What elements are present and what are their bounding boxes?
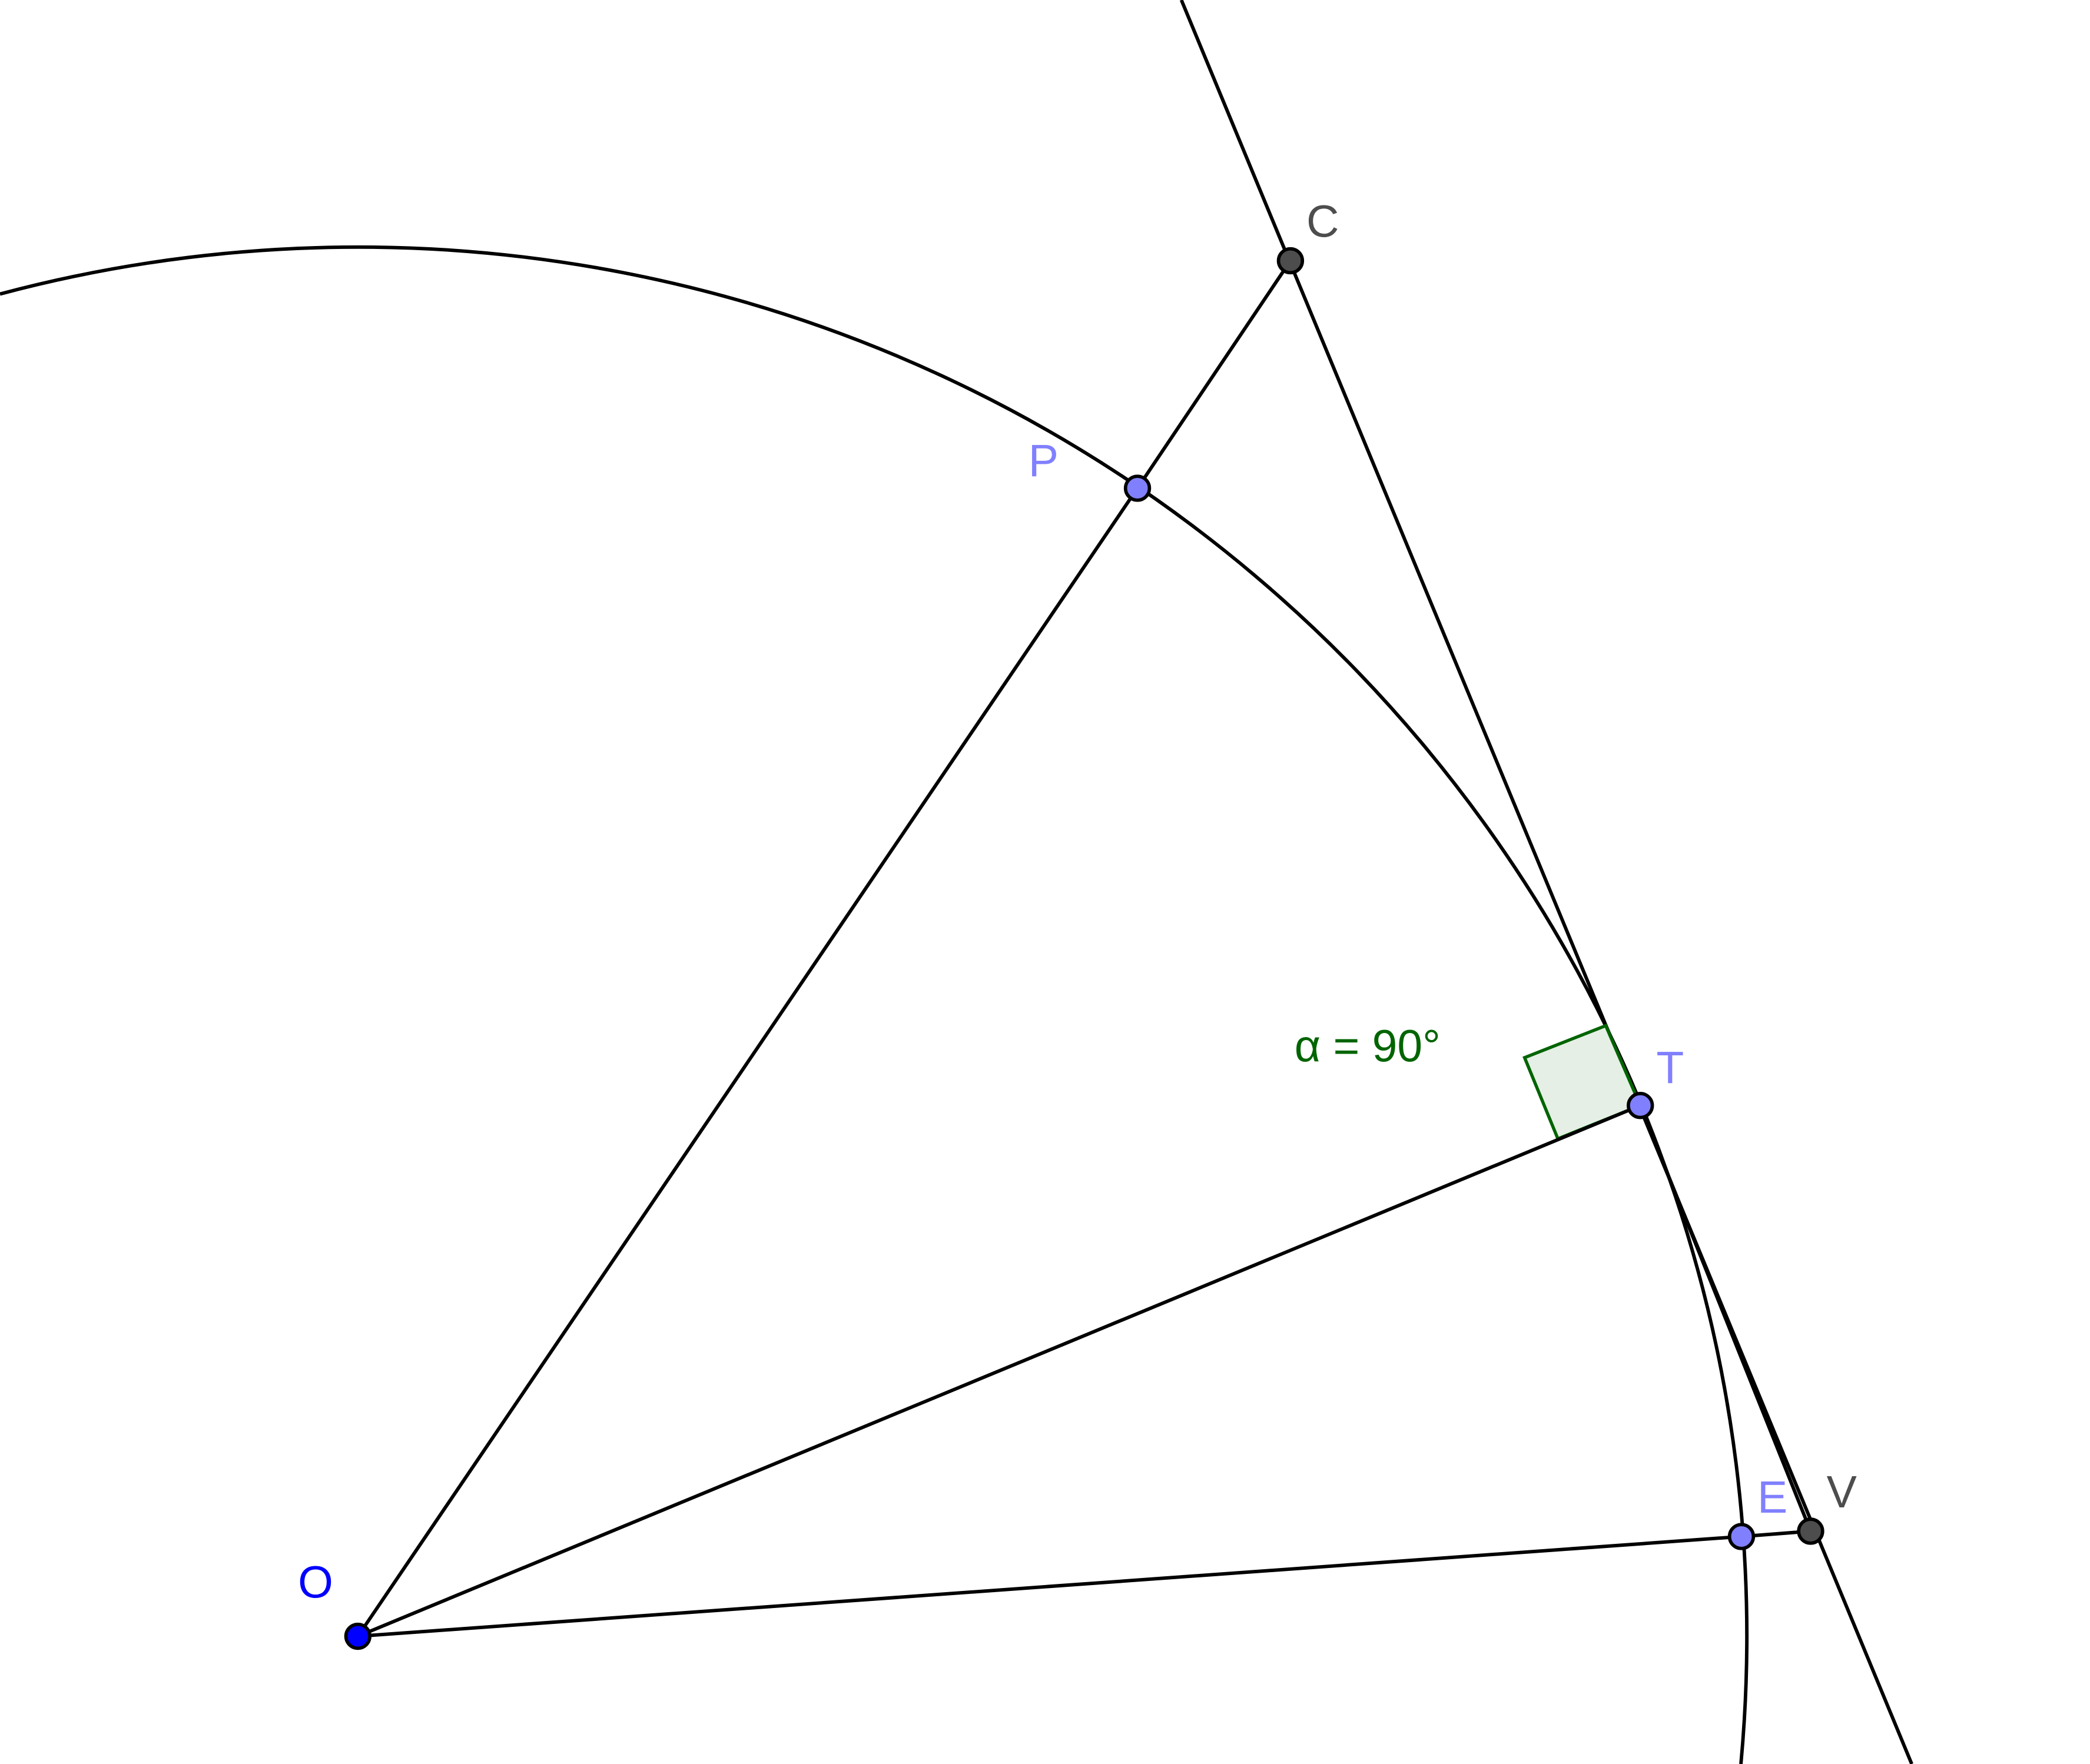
label-t: T: [1656, 1042, 1684, 1093]
segment-o-p[interactable]: [356, 487, 1139, 1637]
point-o[interactable]: [344, 1622, 372, 1650]
segment-o-e[interactable]: [357, 1534, 1742, 1638]
point-t[interactable]: [1627, 1092, 1654, 1119]
segment-o-t[interactable]: [357, 1104, 1641, 1638]
circle-center-o[interactable]: [0, 245, 1749, 1764]
label-p: P: [1029, 436, 1059, 486]
segment-p-c[interactable]: [1136, 260, 1292, 490]
segment-t-v[interactable]: [1638, 1105, 1813, 1532]
label-o: O: [298, 1557, 333, 1607]
point-c[interactable]: [1276, 247, 1305, 275]
label-e: E: [1757, 1472, 1787, 1523]
point-p[interactable]: [1123, 474, 1152, 502]
point-v[interactable]: [1797, 1517, 1824, 1545]
label-c: C: [1306, 196, 1339, 247]
right-angle-marker: [1522, 1024, 1643, 1141]
point-e[interactable]: [1727, 1523, 1756, 1550]
angle-label: α = 90°: [1295, 1021, 1441, 1072]
label-v: V: [1827, 1467, 1857, 1517]
tangent-line[interactable]: [1179, 0, 1913, 1764]
